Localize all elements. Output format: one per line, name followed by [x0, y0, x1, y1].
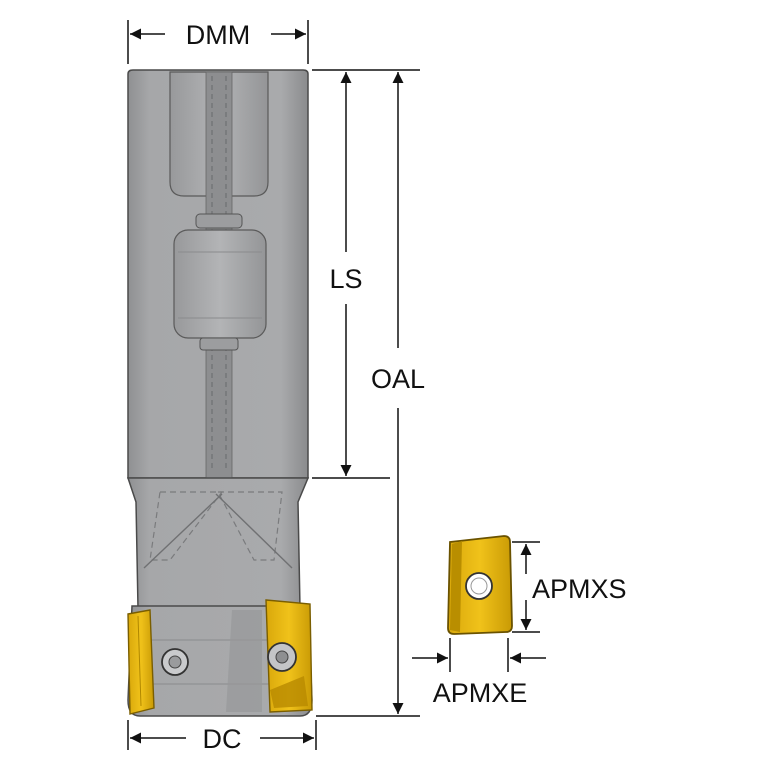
left-insert-screw	[161, 648, 189, 676]
dmm-label: DMM	[186, 20, 250, 50]
oal-label: OAL	[371, 364, 425, 394]
dimension-labels: DMM LS OAL DC APMXS APMXE	[186, 20, 627, 754]
right-insert	[265, 599, 313, 713]
apmxs-label: APMXS	[532, 574, 627, 604]
ls-label: LS	[329, 264, 362, 294]
left-insert	[127, 609, 155, 715]
insert-hole	[465, 572, 493, 600]
clamp-screw	[173, 229, 267, 339]
apmxe-label: APMXE	[433, 678, 528, 708]
insert-detail	[447, 535, 513, 635]
dimension-lines	[127, 20, 546, 750]
tool-shank	[127, 69, 309, 479]
dc-label: DC	[203, 724, 242, 754]
